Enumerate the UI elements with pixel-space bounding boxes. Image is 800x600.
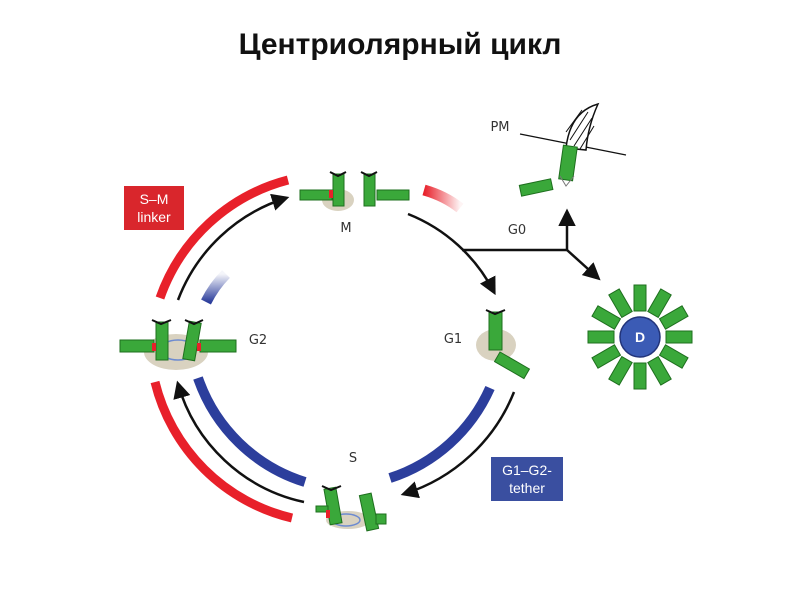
blue-arc-left: [193, 376, 307, 487]
phase-label-g1: G1: [444, 332, 462, 347]
sm-linker-box: S–M linker: [124, 186, 184, 230]
red-arc-upper: [155, 175, 290, 300]
arrow-g2-to-m: [176, 193, 290, 301]
phase-label-g0: G0: [508, 223, 526, 238]
blue-arc-right: [388, 385, 495, 483]
red-fade-segment: [422, 184, 464, 213]
arrow-m-to-g1: [407, 212, 496, 296]
arrow-s-to-g2: [173, 380, 305, 504]
phase-label-m: M: [340, 221, 351, 236]
arrow-to-d: [566, 249, 601, 281]
d-rosette: D: [587, 284, 693, 390]
g1g2-tether-box: G1–G2- tether: [491, 457, 563, 501]
blue-fade-segment: [201, 270, 230, 305]
g1g2-tether-line2: tether: [509, 480, 545, 496]
centrioles-g1: [476, 309, 531, 380]
sm-linker-line2: linker: [137, 209, 171, 225]
label-pm: PM: [490, 120, 509, 135]
centrioles-g2: [119, 319, 237, 370]
phase-label-g2: G2: [249, 333, 267, 348]
phase-label-s: S: [349, 451, 357, 466]
red-arc-lower: [150, 380, 294, 523]
d-label: D: [635, 329, 645, 345]
sm-linker-line1: S–M: [140, 191, 169, 207]
centrioles-s: [315, 485, 387, 532]
g1g2-tether-line1: G1–G2-: [502, 462, 552, 478]
page-title: Центриолярный цикл: [238, 28, 562, 61]
arrow-g1-to-s: [400, 391, 516, 499]
centrioles-m: [299, 171, 410, 211]
cilium-at-plasma-membrane: [518, 102, 627, 197]
